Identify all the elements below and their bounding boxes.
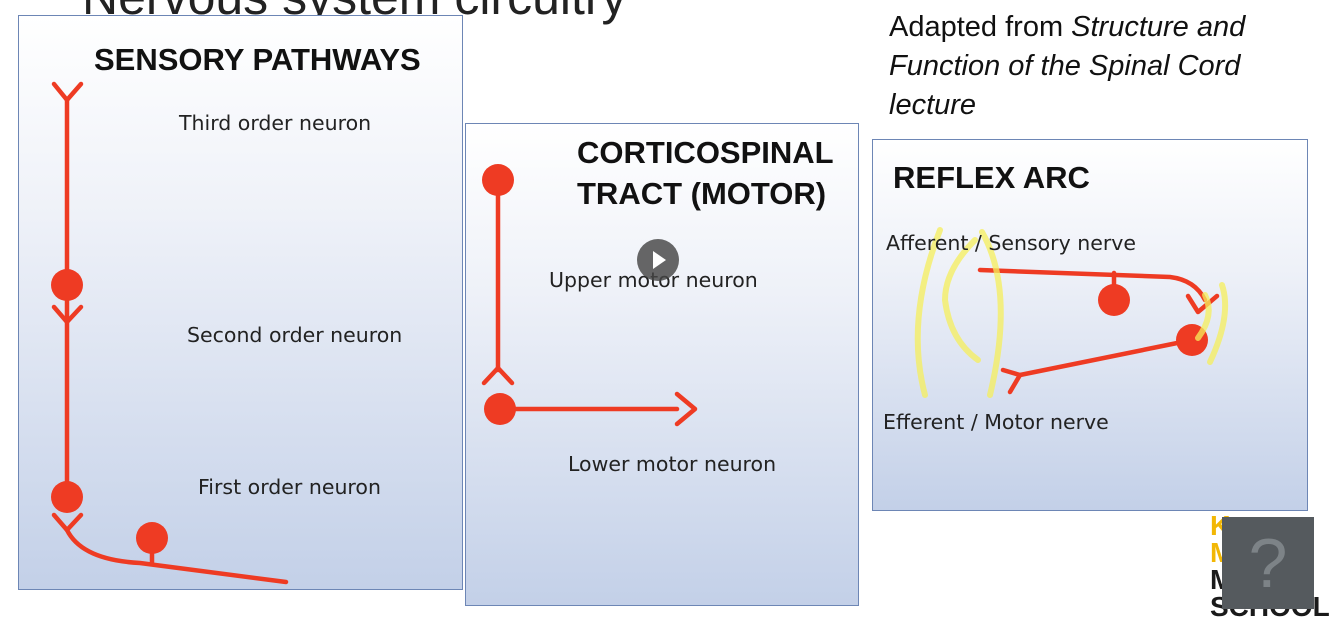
reflex-arc-panel <box>872 139 1308 511</box>
afferent-fiber <box>977 267 1208 303</box>
afferent-terminal <box>1185 293 1220 315</box>
afferent-nerve-label: Afferent / Sensory nerve <box>886 231 1136 255</box>
efferent-nerve-label: Efferent / Motor nerve <box>883 410 1109 434</box>
highlight-stroke-3 <box>979 229 1004 398</box>
lower-motor-cell-body <box>484 393 516 425</box>
sensory-pathways-panel <box>18 15 463 590</box>
corticospinal-tract-panel <box>465 123 859 606</box>
first-order-dendrite-left <box>51 512 70 533</box>
efferent-fiber <box>1017 337 1195 378</box>
motor-cell-bodies <box>482 164 516 425</box>
credit-prefix: Adapted from <box>889 11 1072 43</box>
reflex-arc-title: REFLEX ARC <box>893 160 1090 195</box>
corticospinal-title-line2: TRACT (MOTOR) <box>577 176 826 211</box>
corticospinal-title-line1: CORTICOSPINAL <box>577 135 834 170</box>
highlight-stroke-4 <box>1207 282 1229 365</box>
credit-lecture-name: Structure and Function of the Spinal Cor… <box>889 11 1246 121</box>
first-order-neuron-label: First order neuron <box>198 475 381 499</box>
third-order-neuron-label: Third order neuron <box>178 111 371 135</box>
lower-motor-terminal <box>674 391 698 427</box>
second-order-cell-body <box>51 481 83 513</box>
sensory-cell-bodies <box>51 269 168 554</box>
highlight-stroke-5 <box>1195 292 1212 341</box>
sensory-pathway-neurons <box>51 81 289 585</box>
motor-tract-neurons <box>481 177 698 427</box>
yellow-highlight-marks <box>914 227 1229 398</box>
first-order-cell-body <box>136 522 168 554</box>
highlight-stroke-2 <box>941 237 981 363</box>
first-order-dendrite-right <box>64 512 84 533</box>
first-order-axon <box>64 527 289 585</box>
credit-text: Adapted from Structure and Function of t… <box>889 8 1329 125</box>
lower-motor-neuron-label: Lower motor neuron <box>568 452 776 476</box>
efferent-terminal <box>1000 367 1023 395</box>
third-order-cell-body <box>51 269 83 301</box>
upper-motor-cell-body <box>482 164 514 196</box>
sensory-ganglion-cell <box>1098 284 1130 316</box>
second-order-neuron-label: Second order neuron <box>187 323 402 347</box>
sensory-pathways-title: SENSORY PATHWAYS <box>94 42 421 77</box>
play-icon[interactable] <box>637 239 679 281</box>
reflex-cell-bodies <box>1098 284 1208 356</box>
third-order-dendrite <box>51 81 84 103</box>
help-button[interactable]: ? <box>1222 517 1314 609</box>
second-order-dendrite <box>51 304 84 325</box>
highlight-stroke-1 <box>914 227 943 398</box>
upper-motor-terminal <box>481 365 515 386</box>
